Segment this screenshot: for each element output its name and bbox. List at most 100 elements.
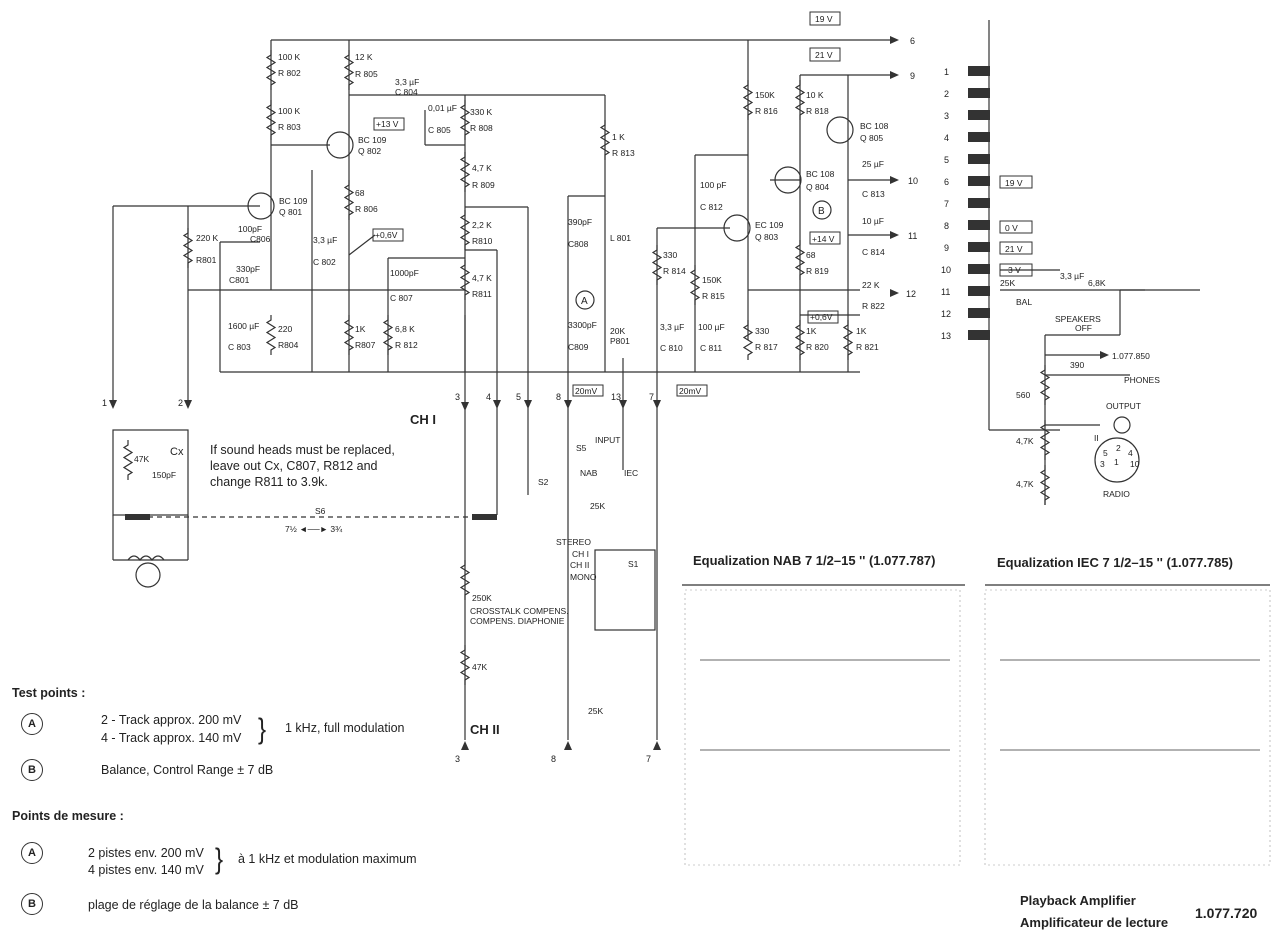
conn-pin-8: 8 — [944, 221, 949, 231]
s2-label: S2 — [538, 477, 549, 487]
conn-pin-7: 7 — [944, 199, 949, 209]
nab-inset-title: Equalization NAB 7 1/2–15 '' (1.077.787) — [693, 553, 936, 568]
q804-type: BC 108 — [806, 169, 835, 179]
q805-ref: Q 805 — [860, 133, 883, 143]
conn-pin-12: 12 — [941, 309, 951, 319]
c801-value: 330pF — [236, 264, 260, 274]
r802-ref: R 802 — [278, 68, 301, 78]
r803-ref: R 803 — [278, 122, 301, 132]
voltage-14v: +14 V — [812, 234, 835, 244]
s6-label: S6 — [315, 506, 326, 516]
r47k-label: 47K — [134, 454, 149, 464]
p801-ref: P801 — [610, 336, 630, 346]
c808-value: 390pF — [568, 217, 592, 227]
c810-ref: C 810 — [660, 343, 683, 353]
out-12: 12 — [906, 289, 916, 299]
footer-title-en: Playback Amplifier — [1020, 893, 1136, 908]
p25k-a-label: 25K — [590, 501, 605, 511]
output-label: OUTPUT — [1106, 401, 1141, 411]
point-b-text-fr: plage de réglage de la balance ± 7 dB — [88, 898, 299, 912]
test-point-a-line2: 4 - Track approx. 140 mV — [101, 731, 242, 745]
r812-ref: R 812 — [395, 340, 418, 350]
phones-label: PHONES — [1124, 375, 1160, 385]
c812-ref: C 812 — [700, 202, 723, 212]
c814-value: 10 µF — [862, 216, 884, 226]
r816-value: 150K — [755, 90, 775, 100]
iec-label: IEC — [624, 468, 638, 478]
r805-value: 12 K — [355, 52, 373, 62]
voltage-21v: 21 V — [815, 50, 833, 60]
r810-ref: R810 — [472, 236, 493, 246]
stereo-label: STEREO — [556, 537, 591, 547]
c808-ref: C808 — [568, 239, 589, 249]
ref-1077850: 1.077.850 — [1112, 351, 1150, 361]
conn-pin-5: 5 — [944, 155, 949, 165]
q802-type: BC 109 — [358, 135, 387, 145]
conn-pin-6: 6 — [944, 177, 949, 187]
r820-value: 1K — [806, 326, 817, 336]
iec-inset-title: Equalization IEC 7 1/2–15 '' (1.077.785) — [997, 555, 1233, 570]
test-point-a-marker: A — [21, 713, 43, 735]
r819-ref: R 819 — [806, 266, 829, 276]
out-9: 9 — [910, 71, 915, 81]
c801-ref: C801 — [229, 275, 250, 285]
c802-value: 3,3 µF — [313, 235, 337, 245]
out-6: 6 — [910, 36, 915, 46]
c813-value: 25 µF — [862, 159, 884, 169]
cx-label: Cx — [170, 446, 184, 458]
cx-value: 150pF — [152, 470, 176, 480]
c811-value: 100 µF — [698, 322, 725, 332]
r820-ref: R 820 — [806, 342, 829, 352]
channel-ii-label: CH II — [470, 722, 500, 737]
socket-pin-2: 2 — [1116, 443, 1121, 453]
c804-ref: C 804 — [395, 87, 418, 97]
r814-value: 330 — [663, 250, 677, 260]
conn-pin-2: 2 — [944, 89, 949, 99]
marker-b-schematic: B — [818, 206, 825, 217]
r813-value: 1 K — [612, 132, 625, 142]
c814-ref: C 814 — [862, 247, 885, 257]
conn-pin-1: 1 — [944, 67, 949, 77]
r821-ref: R 821 — [856, 342, 879, 352]
r822-ref: R 822 — [862, 301, 885, 311]
c807-ref: C 807 — [390, 293, 413, 303]
r802-value: 100 K — [278, 52, 301, 62]
test-point-b-marker: B — [21, 759, 43, 781]
socket-pin-10: 10 — [1130, 459, 1140, 469]
pin-3: 3 — [455, 392, 460, 402]
c809-ref: C809 — [568, 342, 589, 352]
pin-13: 13 — [611, 392, 621, 402]
pin-4: 4 — [486, 392, 491, 402]
conn-pin-3: 3 — [944, 111, 949, 121]
nab-label: NAB — [580, 468, 598, 478]
r812-value: 6,8 K — [395, 324, 415, 334]
r819-value: 68 — [806, 250, 816, 260]
speakers-label: SPEAKERS — [1055, 314, 1101, 324]
mono-label: MONO — [570, 572, 597, 582]
c806-value: 100pF — [238, 224, 262, 234]
voltage-06v-a: +0,6V — [375, 230, 398, 240]
test-point-b-text: Balance, Control Range ± 7 dB — [101, 763, 274, 777]
r821-value: 1K — [856, 326, 867, 336]
q803-ref: Q 803 — [755, 232, 778, 242]
c803-ref: C 803 — [228, 342, 251, 352]
pin-5: 5 — [516, 392, 521, 402]
test-point-a-desc: 1 kHz, full modulation — [285, 721, 405, 735]
p250k-label: 250K — [472, 593, 492, 603]
footer-title-fr: Amplificateur de lecture — [1020, 915, 1169, 930]
r68k-value: 6,8K — [1088, 278, 1106, 288]
r803-value: 100 K — [278, 106, 301, 116]
pin-3-bottom: 3 — [455, 754, 460, 764]
r813-ref: R 813 — [612, 148, 635, 158]
c803-value: 1600 µF — [228, 321, 259, 331]
conn-pin-11: 11 — [941, 287, 950, 297]
c33-value: 3,3 µF — [1060, 271, 1084, 281]
pin-7-bottom: 7 — [646, 754, 651, 764]
p801-value: 20K — [610, 326, 625, 336]
c812-value: 100 pF — [700, 180, 726, 190]
socket-pin-3: 3 — [1100, 459, 1105, 469]
ch2-sw-label: CH II — [570, 560, 589, 570]
r47k-d-value: 4,7K — [1016, 479, 1034, 489]
r560-value: 560 — [1016, 390, 1030, 400]
r809-value: 4,7 K — [472, 163, 492, 173]
